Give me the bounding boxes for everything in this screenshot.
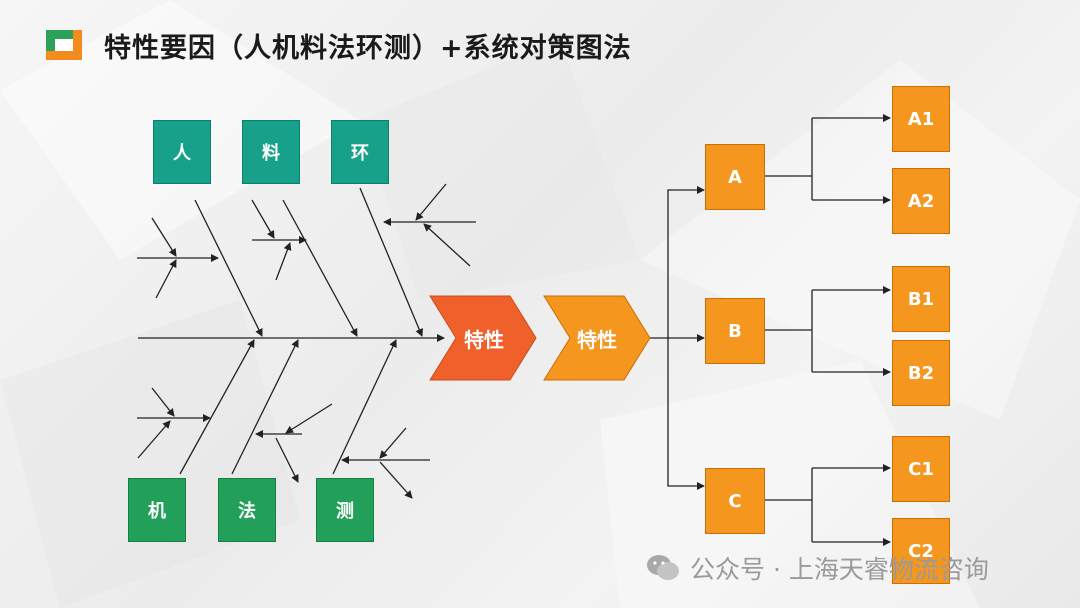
strategy-node-c: C — [705, 468, 765, 534]
strategy-node-a: A — [705, 144, 765, 210]
bone-huan — [359, 187, 423, 337]
fishbone-characteristic-label: 特性 — [464, 327, 504, 352]
bone-liao — [282, 199, 358, 337]
cause-box-huan: 环 — [331, 120, 389, 184]
bone-ji — [179, 339, 255, 475]
strategy-node-b: B — [705, 298, 765, 364]
strategy-node-b1: B1 — [892, 266, 950, 332]
watermark: 公众号 · 上海天睿物流咨询 — [646, 548, 989, 588]
strategy-node-a1: A1 — [892, 86, 950, 152]
strategy-node-c2: C2 — [892, 518, 950, 584]
cause-box-fa: 法 — [218, 478, 276, 542]
strategy-node-a2: A2 — [892, 168, 950, 234]
bone-ren — [194, 199, 263, 337]
strategy-node-b2: B2 — [892, 340, 950, 406]
watermark-text: 公众号 · 上海天睿物流咨询 — [690, 555, 989, 584]
wechat-icon — [647, 555, 679, 580]
strategy-root-label: 特性 — [577, 327, 617, 352]
strategy-node-c1: C1 — [892, 436, 950, 502]
cause-box-ren: 人 — [153, 120, 211, 184]
title-logo-icon — [46, 30, 82, 60]
characteristic-chevron-red — [429, 295, 537, 381]
cause-box-liao: 料 — [242, 120, 300, 184]
page-title: 特性要因（人机料法环测）+系统对策图法 — [104, 33, 632, 64]
bone-ce — [332, 339, 397, 475]
cause-box-ji: 机 — [128, 478, 186, 542]
cause-box-ce: 测 — [316, 478, 374, 542]
characteristic-chevron-orange — [543, 295, 651, 381]
bone-fa — [231, 339, 299, 475]
